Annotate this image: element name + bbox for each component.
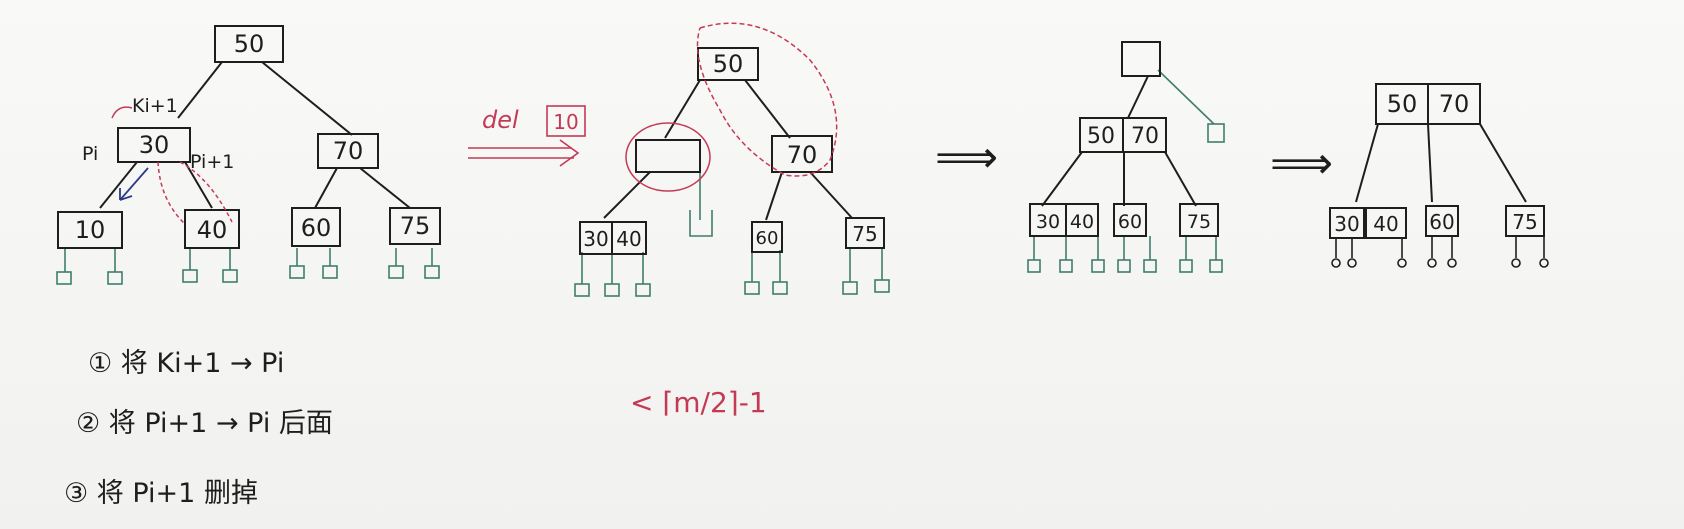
- node-box: [1029, 203, 1099, 237]
- tree-2-keys: 50 70 30 40 60 75: [583, 50, 877, 251]
- step-3: ③ 将 Pi+1 删掉: [64, 478, 258, 509]
- tree-1-keys: 50 30 70 10 40 60 75: [75, 30, 431, 244]
- label-pi: Pi: [82, 143, 98, 165]
- step-1: ① 将 Ki+1 → Pi: [88, 348, 284, 379]
- tree-4: [1329, 83, 1549, 268]
- node-key: 75: [852, 222, 877, 246]
- del-word: del: [482, 106, 519, 134]
- node-key: 50: [1387, 90, 1418, 118]
- delete-arrow: del 10: [468, 105, 586, 167]
- edge: [1041, 151, 1083, 207]
- node-key: 75: [400, 212, 431, 240]
- tree-1: [56, 25, 441, 285]
- node-box: [184, 209, 240, 249]
- node-key: 60: [1429, 210, 1454, 234]
- edge: [177, 61, 223, 119]
- node-box: [771, 135, 833, 173]
- tree-4-keys: 50 70 30 40 60 75: [1334, 90, 1537, 236]
- node-key: 40: [1070, 211, 1094, 233]
- node-key: 60: [301, 214, 332, 242]
- edge: [1164, 151, 1197, 207]
- del-key-box: [546, 105, 586, 137]
- node-key: 40: [1373, 212, 1398, 236]
- edge: [765, 171, 783, 221]
- node-box: [1113, 203, 1147, 237]
- node-box: [1329, 207, 1365, 239]
- node-key: 30: [1334, 212, 1359, 236]
- null-pointer: [1207, 123, 1225, 143]
- node-box: [291, 207, 341, 247]
- node-key: 50: [234, 30, 265, 58]
- edge-null: [1157, 69, 1215, 125]
- underflow-condition: < ⌈m/2⌉-1: [630, 386, 767, 419]
- label-pi1: Pi+1: [190, 151, 234, 173]
- node-box: [57, 211, 123, 249]
- edge: [603, 171, 651, 219]
- node-key: 40: [616, 227, 641, 251]
- move-arrow-head: [119, 188, 133, 201]
- step-list: ① 将 Ki+1 → Pi ② 将 Pi+1 → Pi 后面 ③ 将 Pi+1 …: [64, 348, 333, 509]
- node-key: 60: [1118, 211, 1142, 233]
- node-box: [389, 207, 441, 245]
- implies-arrow-2: ⟹: [1270, 138, 1333, 189]
- null-pointers: [1027, 236, 1223, 273]
- node-box: [751, 221, 783, 253]
- node-key: 70: [787, 141, 818, 169]
- node-key: 50: [1087, 124, 1115, 149]
- node-box: [1179, 203, 1219, 237]
- node-key: 75: [1187, 211, 1211, 233]
- label-ki1: Ki+1: [132, 95, 178, 117]
- node-key: 50: [713, 50, 744, 78]
- node-key: 10: [75, 216, 106, 244]
- edge: [809, 171, 853, 219]
- node-key: 30: [1036, 211, 1060, 233]
- edge: [359, 167, 411, 209]
- edge: [261, 61, 353, 136]
- node-key: 60: [756, 228, 779, 249]
- edge: [184, 161, 213, 209]
- node-key: 70: [1439, 90, 1470, 118]
- implies-arrow-1: ⟹: [935, 132, 998, 183]
- edge: [1355, 123, 1379, 203]
- node-key: 70: [333, 137, 364, 165]
- node-box: [1365, 207, 1407, 239]
- tree-2: [574, 47, 890, 297]
- node-box: [697, 47, 759, 81]
- tree-1-pointer-labels: Ki+1 Pi Pi+1: [82, 95, 234, 173]
- node-box: [845, 217, 885, 249]
- tree-1-annotations: [111, 106, 233, 225]
- tree-3-keys: 50 70 30 40 60 75: [1036, 124, 1211, 233]
- edge: [1479, 123, 1527, 203]
- move-arrow: [119, 167, 149, 201]
- node-box-empty: [635, 139, 701, 173]
- node-box: [1425, 205, 1459, 237]
- edge: [664, 79, 701, 139]
- null-pointers: [574, 172, 890, 297]
- edge: [1427, 123, 1433, 203]
- step-2: ② 将 Pi+1 → Pi 后面: [76, 408, 333, 439]
- node-key: 30: [583, 227, 608, 251]
- null-pointers: [1331, 236, 1549, 268]
- null-pointers: [56, 248, 440, 285]
- node-key: 70: [1131, 124, 1159, 149]
- node-key: 75: [1512, 210, 1537, 234]
- edge: [1127, 75, 1149, 119]
- node-key: 40: [197, 216, 228, 244]
- tree-3: [1027, 41, 1225, 273]
- node-key: 30: [139, 131, 170, 159]
- edge: [99, 161, 138, 209]
- node-box: [214, 25, 284, 63]
- del-key: 10: [553, 110, 578, 134]
- node-box: [317, 133, 379, 169]
- node-box-empty: [1121, 41, 1161, 77]
- node-box: [1505, 205, 1545, 237]
- edge: [744, 79, 791, 139]
- tree-2-annotations: [625, 22, 838, 192]
- node-box: [117, 127, 191, 163]
- edge: [314, 167, 338, 209]
